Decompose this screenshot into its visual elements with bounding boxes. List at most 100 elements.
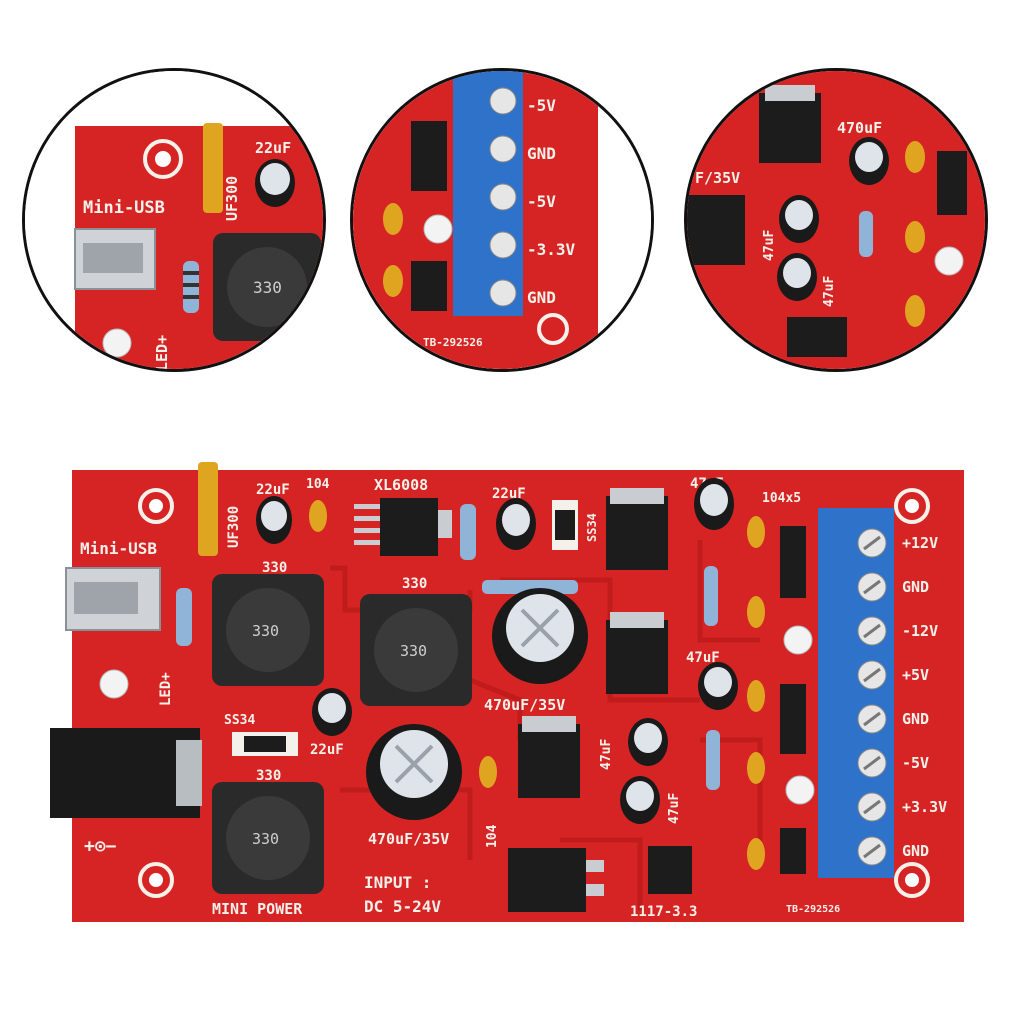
cap-label: 22uF	[492, 486, 526, 502]
cap-label: 22uF	[256, 482, 290, 498]
usb-label: Mini-USB	[83, 198, 165, 218]
mount-hole	[537, 313, 569, 345]
led	[423, 214, 453, 244]
cap-label: 470uF	[837, 119, 882, 137]
inductor-marking: 330	[252, 622, 279, 640]
capacitor	[747, 680, 765, 712]
terminal-screws	[857, 528, 887, 866]
terminal-label: -12V	[902, 622, 938, 640]
chip-pins	[354, 504, 452, 545]
capacitor	[747, 596, 765, 628]
terminal-label: +5V	[902, 666, 929, 684]
inductor-marking: 330	[252, 830, 279, 848]
capacitor	[905, 295, 925, 327]
usb-label: Mini-USB	[80, 539, 157, 558]
led-label: LED+	[153, 335, 171, 371]
diode-label: UF300	[223, 176, 241, 221]
resistor	[704, 566, 718, 626]
regulator-chip	[787, 317, 847, 357]
cap-label: 47uF	[667, 793, 682, 824]
header-pins	[780, 684, 806, 754]
mount-hole	[143, 139, 183, 179]
terminal-label: -5V	[527, 96, 556, 115]
dc-jack	[50, 728, 200, 818]
capacitor	[905, 221, 925, 253]
terminal-label: -3.3V	[527, 240, 576, 259]
resistor	[176, 588, 192, 646]
inductor-label: 330	[402, 576, 427, 592]
cap-label: 22uF	[310, 742, 344, 758]
led	[783, 625, 813, 655]
screw-slot	[863, 667, 881, 683]
resistor	[460, 504, 476, 560]
header-pins	[411, 121, 447, 191]
capacitor	[383, 203, 403, 235]
capacitor	[383, 265, 403, 297]
diode-label: SS34	[585, 513, 599, 542]
capacitor	[747, 838, 765, 870]
label-104: 104	[306, 477, 330, 492]
regulator-chip	[759, 93, 821, 163]
diode-label: SS34	[224, 713, 255, 728]
led	[99, 669, 129, 699]
board-code: TB-292526	[423, 336, 483, 349]
header-pins	[937, 151, 967, 215]
regulator-chip	[687, 195, 745, 265]
inductor-marking: 330	[400, 642, 427, 660]
zoom-terminal-svg: -5V GND -5V -3.3V GND TB-292526	[353, 71, 651, 369]
terminal-label: GND	[527, 144, 556, 163]
cap-label: 470uF/35V	[368, 830, 449, 848]
cap-label: 47uF	[686, 650, 720, 666]
screw-slot	[863, 799, 881, 815]
inductor-label: 330	[256, 768, 281, 784]
header-pins	[780, 828, 806, 874]
diode-uf300	[198, 462, 218, 556]
terminal-block	[818, 508, 894, 878]
led	[102, 328, 132, 358]
cap-label: F/35V	[695, 169, 740, 187]
terminal-label: GND	[527, 288, 556, 307]
led	[785, 775, 815, 805]
diode-label: UF300	[226, 506, 242, 548]
board-code: TB-292526	[786, 904, 840, 915]
resistor	[706, 730, 720, 790]
mount-holes	[138, 488, 930, 898]
diode-body	[203, 123, 223, 213]
reg-label: 1117-3.3	[630, 904, 697, 920]
terminal-label: -5V	[902, 754, 929, 772]
screw-slot	[863, 579, 881, 595]
screw-slot	[863, 623, 881, 639]
dc-symbol: +⊙−	[84, 836, 117, 857]
chip-label: XL6008	[374, 476, 428, 494]
xl6008-chip	[380, 498, 438, 556]
terminal-screws	[489, 87, 517, 307]
cap-label: 47uF	[599, 739, 614, 770]
screw-slot	[863, 711, 881, 727]
terminal-label: GND	[902, 578, 929, 596]
input-label: INPUT :	[364, 873, 431, 892]
label-104: 104	[485, 824, 500, 848]
terminal-label: -5V	[527, 192, 556, 211]
regulator-chip	[606, 496, 668, 570]
zoom-terminal-area: -5V GND -5V -3.3V GND TB-292526	[350, 68, 654, 372]
capacitor	[747, 752, 765, 784]
led	[934, 246, 964, 276]
cap-label: 22uF	[255, 139, 291, 157]
pcb-board: UF300 22uF 104 XL6008 22uF SS34 47uF 104…	[50, 462, 964, 922]
input-voltage-label: DC 5-24V	[364, 897, 441, 916]
terminal-label: GND	[902, 710, 929, 728]
header-pins	[411, 261, 447, 311]
screw-slot	[863, 535, 881, 551]
capacitor	[747, 516, 765, 548]
zoom-usb-svg: UF300 22uF Mini-USB 330 LED+	[25, 71, 323, 371]
cap-label: 47uF	[762, 230, 777, 261]
resistor	[859, 211, 873, 257]
regulator-chip	[606, 620, 668, 694]
pcb-traces	[330, 540, 763, 910]
zoom-regulator-svg: 470uF F/35V 47uF 47uF	[687, 71, 985, 369]
zoom-usb-area: UF300 22uF Mini-USB 330 LED+	[22, 68, 326, 372]
terminal-label: GND	[902, 842, 929, 860]
terminal-label: +12V	[902, 534, 938, 552]
capacitor	[905, 141, 925, 173]
cap-label: 47uF	[822, 276, 837, 307]
